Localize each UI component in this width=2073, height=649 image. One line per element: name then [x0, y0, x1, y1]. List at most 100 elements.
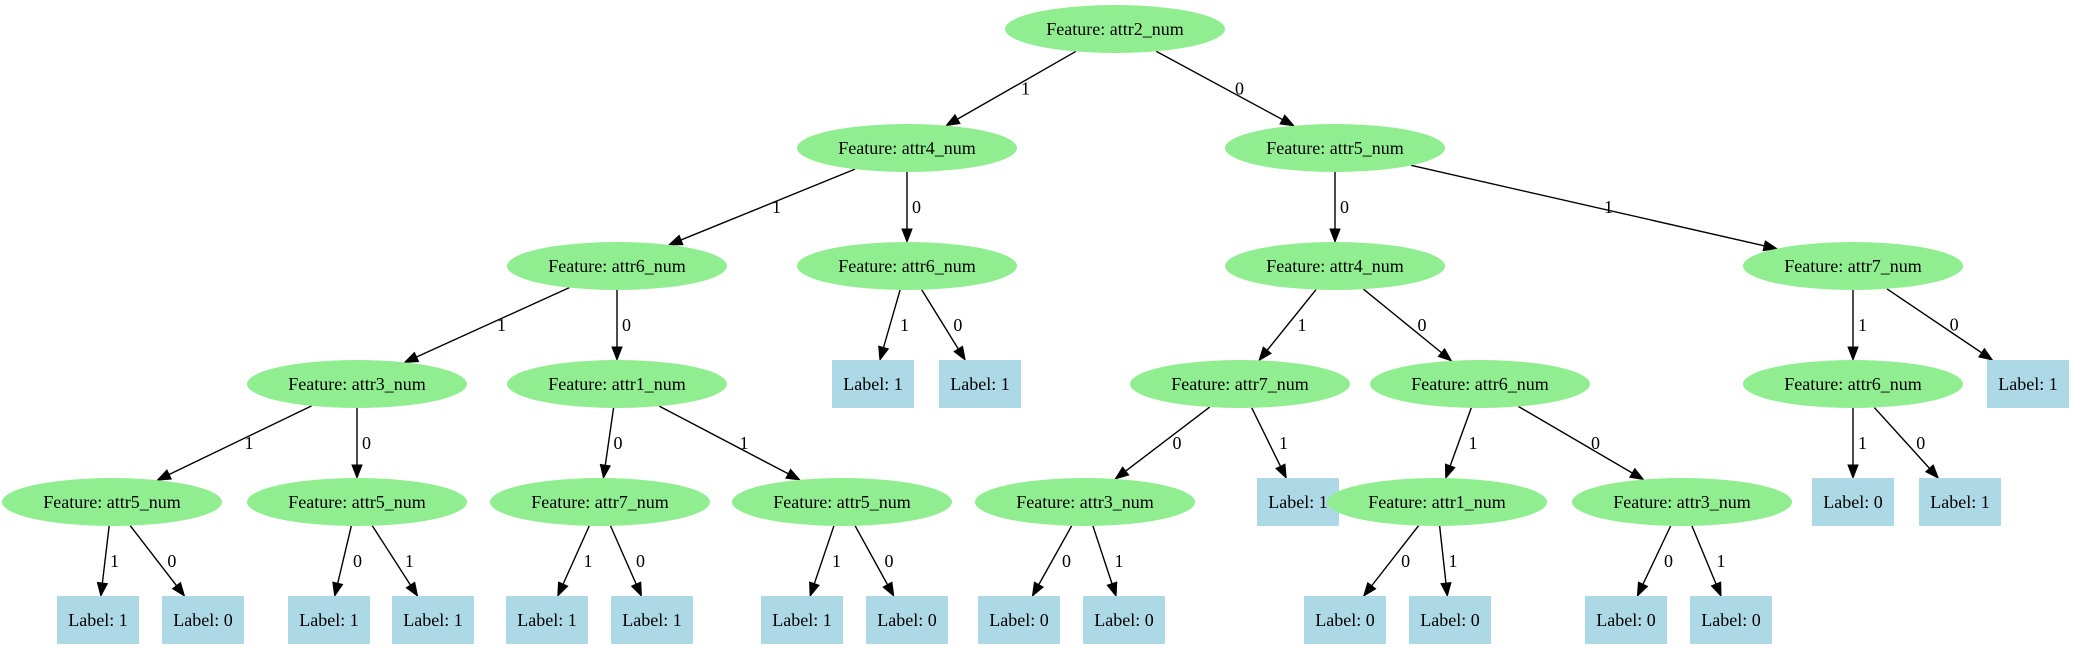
edge-label: 0 [1950, 314, 1959, 334]
feature-ellipse [732, 478, 952, 526]
feature-ellipse [2, 478, 222, 526]
feature-ellipse [797, 242, 1017, 290]
edge-line [101, 525, 110, 584]
edge-n17-n29: 1 [557, 525, 593, 598]
feature-ellipse [1743, 242, 1963, 290]
edge-n15-n25: 1 [96, 525, 119, 598]
edge-n22-n38: 1 [1691, 525, 1725, 598]
leaf-label: Label: 1 [1268, 492, 1327, 512]
leaf-label: Label: 0 [1094, 610, 1153, 630]
edge-label: 0 [353, 551, 362, 571]
leaf-label: Label: 1 [1998, 374, 2057, 394]
feature-ellipse [1005, 5, 1225, 53]
edge-n22-n37: 0 [1636, 525, 1673, 598]
edge-label: 1 [497, 315, 506, 335]
feature-label: Feature: attr5_num [288, 492, 425, 512]
arrowhead-icon [611, 346, 623, 362]
leaf-label: Label: 0 [1420, 610, 1479, 630]
leaf-node-n25: Label: 1 [57, 596, 139, 644]
edge-n18-n32: 0 [854, 525, 895, 598]
feature-ellipse [1327, 478, 1547, 526]
edge-line [1251, 407, 1282, 467]
edge-line [680, 168, 856, 241]
leaf-label: Label: 0 [877, 610, 936, 630]
arrowhead-icon [1437, 347, 1453, 362]
edge-line [416, 286, 570, 358]
feature-label: Feature: attr1_num [548, 374, 685, 394]
edge-n19-n34: 1 [1092, 525, 1123, 598]
edge-n11-n19: 0 [1114, 406, 1211, 480]
edge-n13-n24: 0 [1873, 407, 1940, 480]
leaf-node-n10: Label: 1 [939, 360, 1021, 408]
arrowhead-icon [809, 581, 820, 598]
edge-n6-n13: 1 [1847, 290, 1867, 362]
edge-n4-n10: 0 [921, 289, 966, 362]
feature-ellipse [1225, 242, 1445, 290]
leaf-label: Label: 1 [772, 610, 831, 630]
edge-n6-n14: 0 [1886, 288, 1994, 361]
feature-ellipse [1130, 360, 1350, 408]
edge-label: 1 [1469, 433, 1478, 453]
feature-ellipse [1370, 360, 1590, 408]
edge-label: 0 [912, 197, 921, 217]
edge-n3-n8: 0 [611, 290, 631, 362]
edge-n8-n18: 1 [658, 405, 801, 481]
feature-label: Feature: attr7_num [1171, 374, 1308, 394]
edge-line [921, 289, 959, 350]
arrowhead-icon [1924, 464, 1940, 480]
edge-n16-n28: 1 [371, 525, 419, 598]
arrowhead-icon [156, 469, 173, 481]
leaf-node-n32: Label: 0 [866, 596, 948, 644]
edge-line [1125, 406, 1211, 472]
feature-node-n21: Feature: attr1_num [1327, 478, 1547, 526]
feature-node-n1: Feature: attr4_num [797, 124, 1017, 172]
edge-label: 1 [900, 315, 909, 335]
edge-label: 1 [584, 551, 593, 571]
leaf-label: Label: 1 [68, 610, 127, 630]
leaf-label: Label: 0 [1315, 610, 1374, 630]
arrowhead-icon [557, 581, 569, 598]
edge-line [1873, 407, 1931, 469]
edge-line [1449, 407, 1472, 467]
feature-label: Feature: attr5_num [773, 492, 910, 512]
leaf-box [978, 596, 1060, 644]
edge-line [1642, 525, 1672, 585]
leaf-node-n31: Label: 1 [761, 596, 843, 644]
leaf-box [1690, 596, 1772, 644]
leaf-node-n29: Label: 1 [506, 596, 588, 644]
edge-label: 1 [772, 197, 781, 217]
feature-ellipse [490, 478, 710, 526]
edge-n0-n1: 1 [944, 50, 1077, 127]
edge-n1-n4: 0 [901, 172, 921, 244]
edge-n12-n22: 0 [1518, 405, 1645, 481]
arrowhead-icon [1031, 581, 1045, 598]
leaf-label: Label: 0 [1596, 610, 1655, 630]
feature-label: Feature: attr6_num [1411, 374, 1548, 394]
leaf-node-n14: Label: 1 [1987, 360, 2069, 408]
edge-line [562, 525, 590, 585]
edge-label: 0 [614, 433, 623, 453]
leaf-node-n28: Label: 1 [392, 596, 474, 644]
edge-n4-n9: 1 [878, 289, 909, 362]
edge-n11-n20: 1 [1251, 407, 1288, 480]
leaf-node-n20: Label: 1 [1257, 478, 1339, 526]
edge-label: 1 [1858, 315, 1867, 335]
feature-node-n2: Feature: attr5_num [1225, 124, 1445, 172]
edge-n5-n11: 1 [1258, 289, 1317, 362]
leaf-label: Label: 1 [843, 374, 902, 394]
feature-label: Feature: attr3_num [1016, 492, 1153, 512]
edge-label: 1 [1279, 433, 1288, 453]
feature-ellipse [1572, 478, 1792, 526]
leaf-box [1257, 478, 1339, 526]
edge-n19-n33: 0 [1031, 525, 1073, 598]
feature-ellipse [507, 242, 727, 290]
arrowhead-icon [1440, 581, 1452, 598]
leaf-box [288, 596, 370, 644]
feature-label: Feature: attr6_num [548, 256, 685, 276]
feature-label: Feature: attr3_num [1613, 492, 1750, 512]
edge-n0-n2: 0 [1155, 50, 1296, 127]
edge-label: 0 [1401, 551, 1410, 571]
leaf-box [57, 596, 139, 644]
arrowhead-icon [878, 345, 890, 362]
